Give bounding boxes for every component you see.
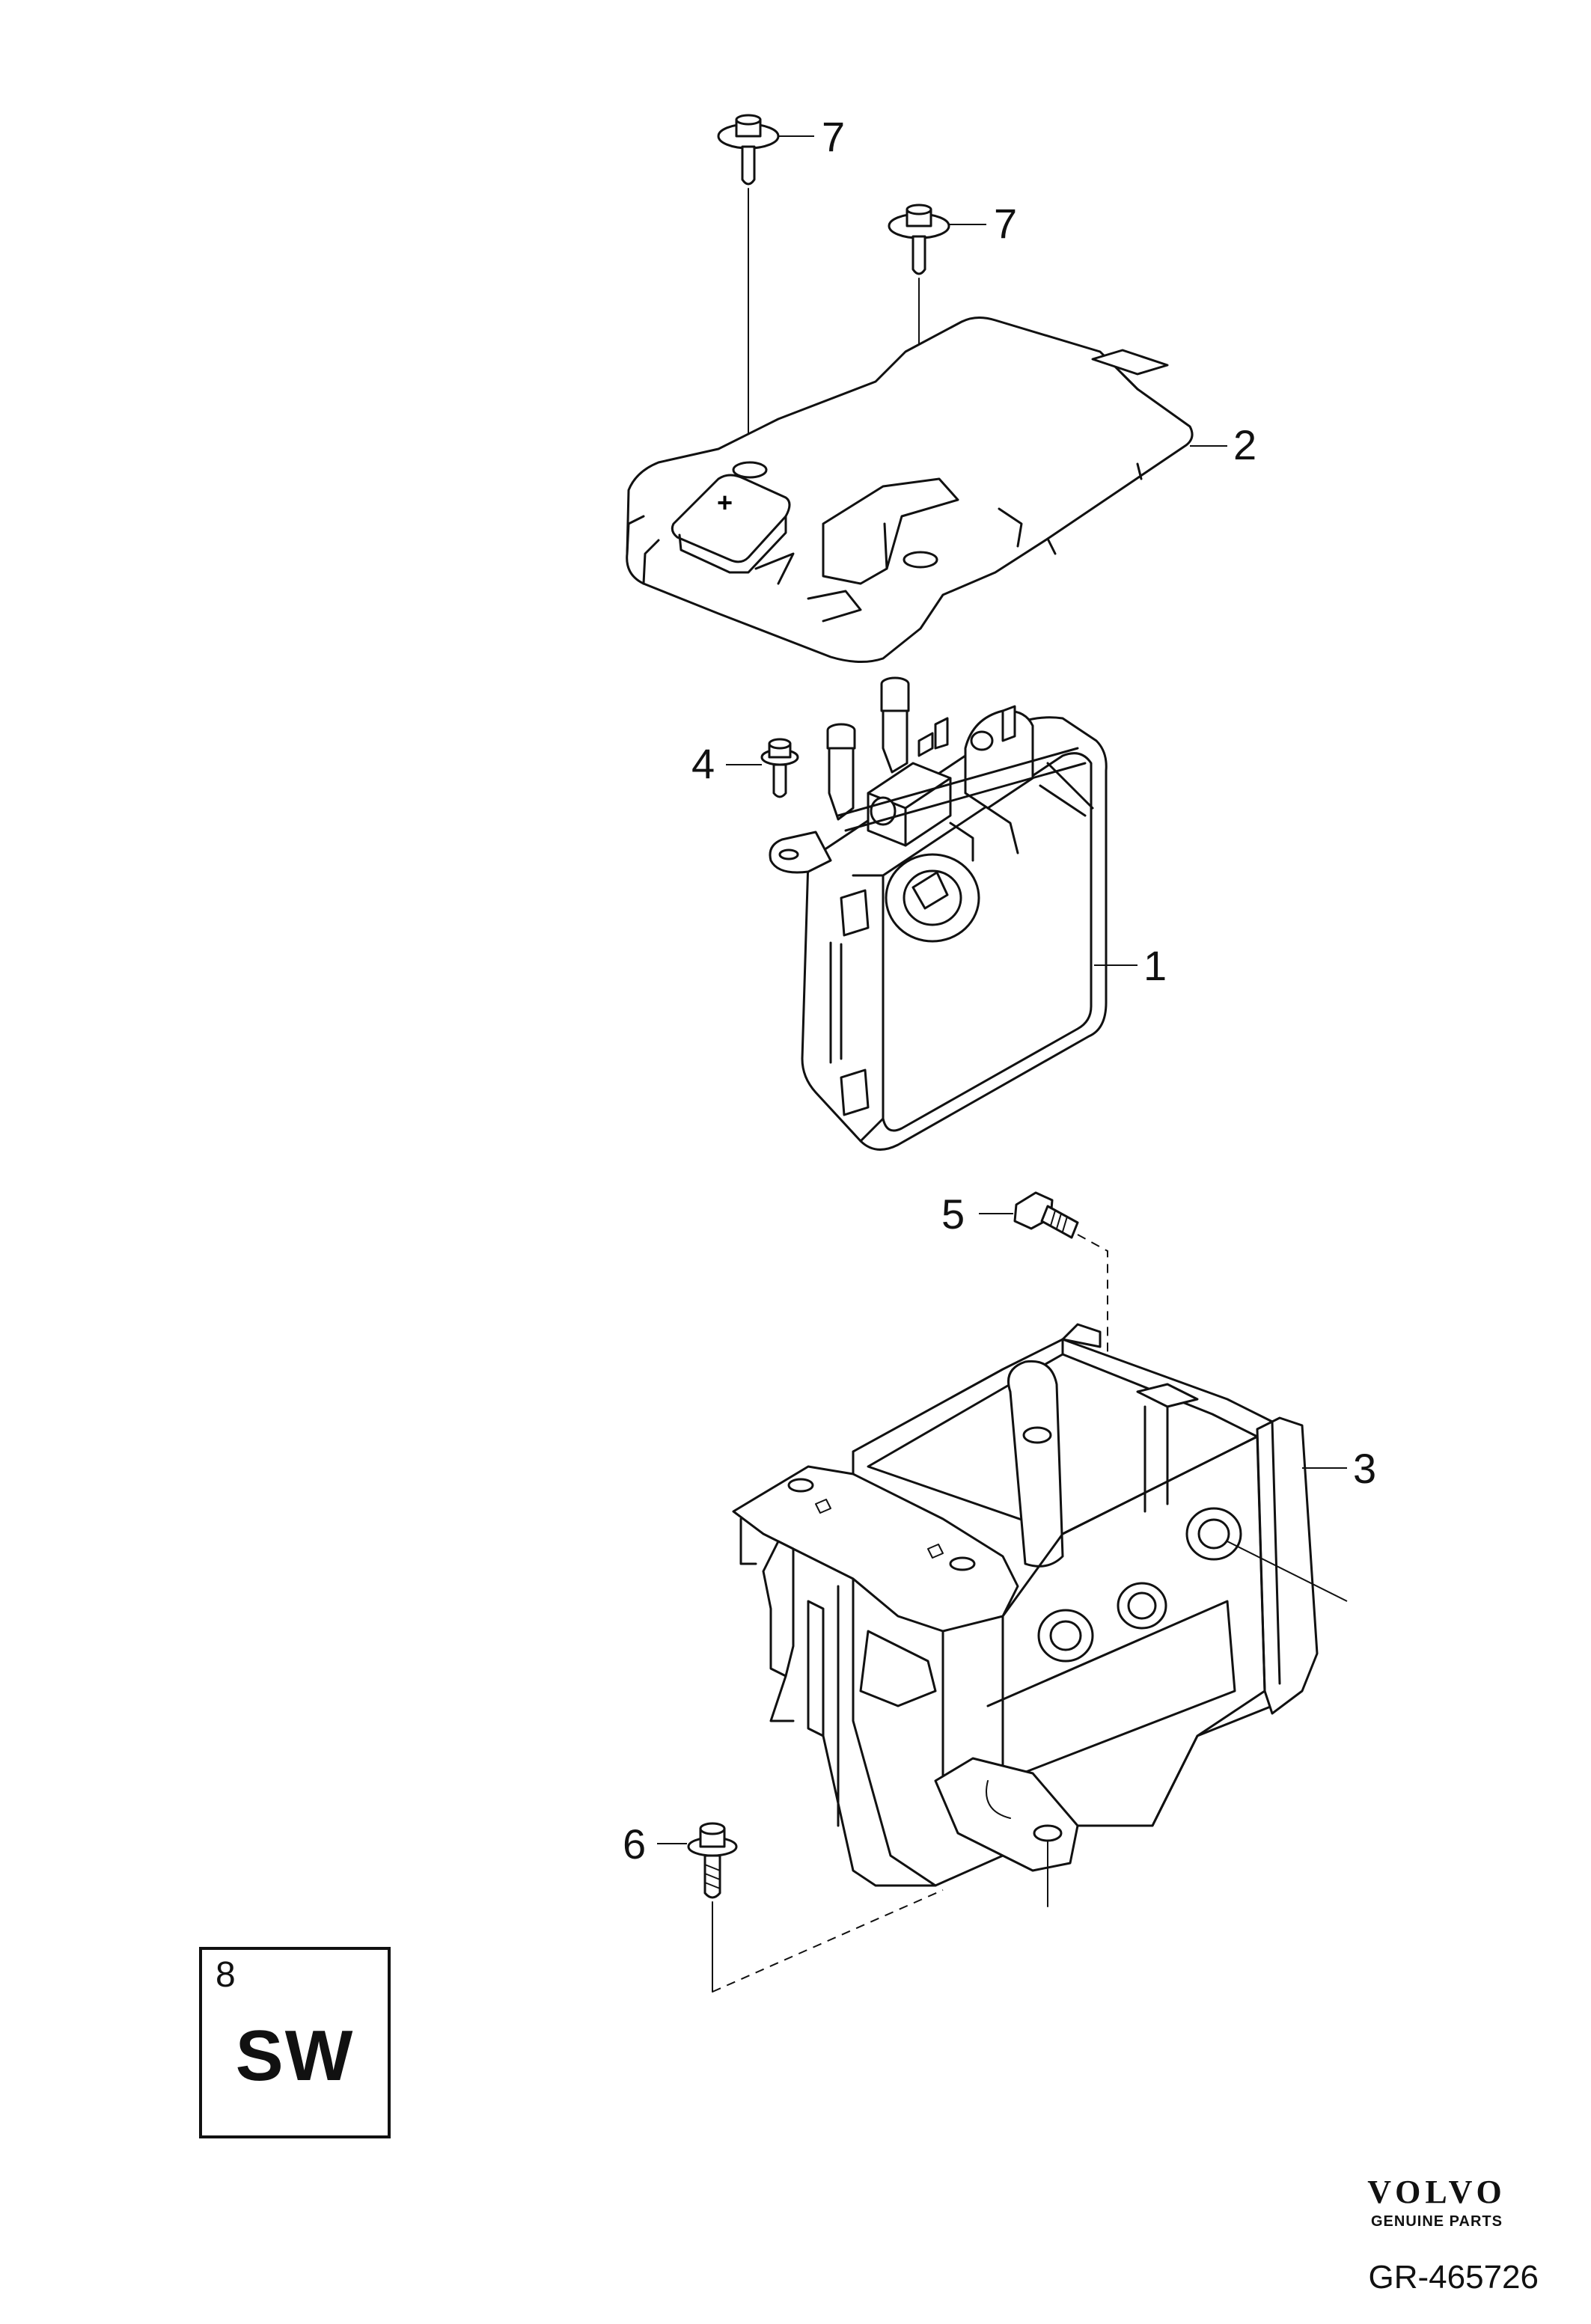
callout-6: 6 (623, 1820, 646, 1868)
note-number: 8 (216, 1955, 236, 1995)
svg-text:+: + (717, 487, 733, 518)
callout-7-right: 7 (994, 200, 1017, 247)
bracket-part-3 (732, 1323, 1319, 1887)
control-module-part-1 (769, 676, 1108, 1151)
callout-4: 4 (691, 740, 715, 787)
leader-3-extension (1227, 1541, 1348, 1602)
screw-7-right (888, 204, 950, 275)
assembly-line-5 (1077, 1234, 1108, 1496)
bolt-part-5 (1013, 1191, 1079, 1239)
brand-name: VOLVO (1367, 2174, 1506, 2210)
cover-part-2: + (626, 317, 1194, 664)
callout-7-left: 7 (822, 113, 845, 160)
note-code: SW (235, 2016, 355, 2096)
bolt-part-4 (760, 738, 799, 798)
note-box: 8 SW (199, 1947, 391, 2138)
callout-5: 5 (941, 1190, 965, 1238)
brand-tagline: GENUINE PARTS (1371, 2213, 1503, 2230)
diagram-reference: GR-465726 (1368, 2259, 1539, 2296)
callout-1: 1 (1143, 942, 1167, 989)
brand-logo: VOLVO GENUINE PARTS (1332, 2176, 1542, 2230)
bolt-part-6 (687, 1822, 738, 1899)
screw-7-left (717, 114, 780, 186)
callout-3: 3 (1353, 1445, 1376, 1492)
assembly-line-6 (712, 1889, 944, 1993)
callout-2: 2 (1233, 421, 1256, 468)
